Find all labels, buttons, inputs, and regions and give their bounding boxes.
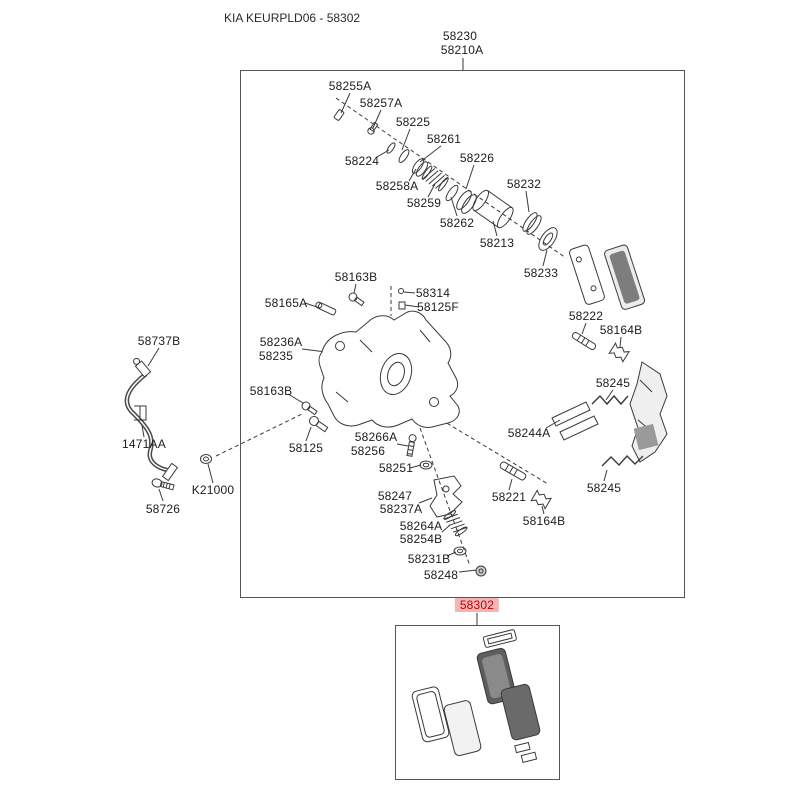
pad-kit-drawing	[411, 629, 541, 763]
part-label-58314: 58314	[415, 286, 451, 300]
part-label-58163b-2: 58163B	[249, 384, 293, 398]
construction-lines	[215, 97, 567, 567]
part-label-58244a: 58244A	[507, 426, 551, 440]
nut-drawing	[200, 454, 212, 464]
part-label-58225: 58225	[395, 115, 431, 129]
part-label-58251: 58251	[378, 461, 414, 475]
part-label-58261: 58261	[426, 132, 462, 146]
part-label-58254b: 58254B	[399, 532, 443, 546]
part-label-58726: 58726	[145, 502, 181, 516]
part-label-58255a: 58255A	[328, 79, 372, 93]
bolt-drawing	[151, 478, 175, 491]
part-label-58233: 58233	[523, 266, 559, 280]
part-label-58256: 58256	[350, 444, 386, 458]
piston-boot-drawing	[538, 227, 558, 251]
pad-kit-frame	[395, 625, 560, 780]
upper-pads-drawing	[569, 244, 646, 310]
part-label-58221: 58221	[491, 490, 527, 504]
part-label-58737b: 58737B	[137, 334, 181, 348]
part-label-58125: 58125	[288, 441, 324, 455]
part-label-58222: 58222	[568, 309, 604, 323]
part-label-58247: 58247	[377, 489, 413, 503]
piston-drawing	[472, 189, 514, 229]
part-label-58259: 58259	[406, 196, 442, 210]
part-label-58248: 58248	[423, 568, 459, 582]
part-label-58236a: 58236A	[259, 335, 303, 349]
part-label-58258a: 58258A	[375, 179, 419, 193]
part-label-58164b-2: 58164B	[522, 514, 566, 528]
part-label-58245-2: 58245	[586, 481, 622, 495]
return-spring-drawing	[443, 510, 468, 537]
highlighted-part-label-58302[interactable]: 58302	[454, 598, 500, 612]
caliper-fasteners-drawing	[301, 288, 406, 433]
assembly-label-58230: 58230	[442, 29, 478, 43]
assembly-label-58210a: 58210A	[440, 43, 484, 57]
part-label-58226: 58226	[459, 151, 495, 165]
part-label-58163b-1: 58163B	[334, 270, 378, 284]
hose-clip-drawing	[134, 405, 147, 421]
part-label-58213: 58213	[479, 236, 515, 250]
main-diagram-frame	[240, 70, 685, 598]
part-label-58232: 58232	[506, 177, 542, 191]
carrier-bracket-drawing	[499, 332, 668, 510]
part-label-58245-1: 58245	[595, 376, 631, 390]
part-label-58257a: 58257A	[359, 96, 403, 110]
connector-lines	[462, 58, 478, 625]
part-label-58235: 58235	[258, 349, 294, 363]
part-label-58125f: 58125F	[417, 300, 459, 314]
part-label-58266a: 58266A	[354, 430, 398, 444]
brake-hose-drawing	[124, 357, 212, 491]
part-label-58224: 58224	[344, 154, 380, 168]
piston-assembly-drawing	[333, 109, 558, 251]
part-label-58262: 58262	[439, 216, 475, 230]
coil-spring-drawing	[421, 165, 449, 192]
caliper-body-drawing	[318, 310, 460, 428]
part-label-58164b-1: 58164B	[599, 323, 643, 337]
part-label-58264a: 58264A	[399, 519, 443, 533]
part-label-58165a: 58165A	[264, 296, 308, 310]
part-label-k21000: K21000	[191, 483, 235, 497]
part-label-58237a: 58237A	[379, 502, 423, 516]
part-label-58231b: 58231B	[407, 552, 451, 566]
adjuster-parts-drawing	[406, 434, 487, 577]
diagram-title: KIA KEURPLD06 - 58302	[224, 11, 361, 25]
part-label-1471aa: 1471AA	[122, 437, 166, 451]
